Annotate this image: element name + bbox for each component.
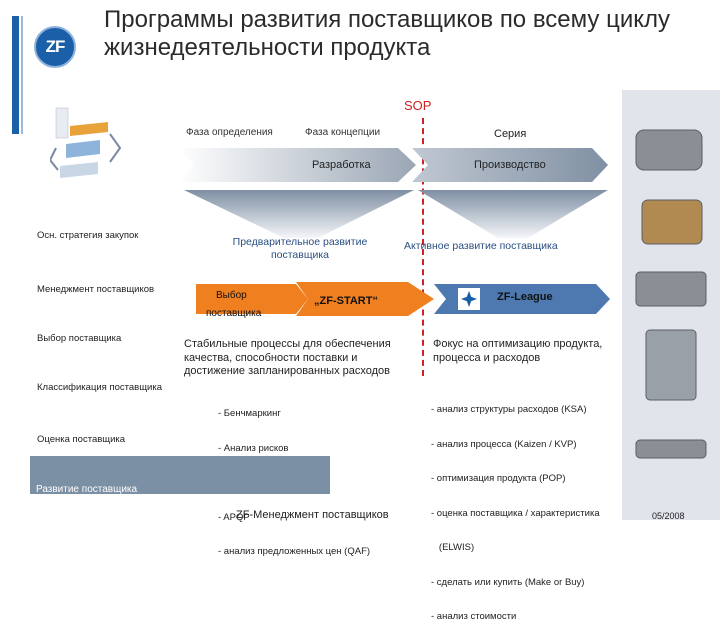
left-label-evaluation: Оценка поставщика bbox=[37, 434, 126, 445]
list-item: - анализ структуры расходов (KSA) bbox=[431, 404, 587, 415]
sop-label: SOP bbox=[404, 98, 432, 113]
list-item: - Анализ рисков bbox=[218, 442, 289, 454]
list-item: - анализ стоимости bbox=[431, 611, 517, 622]
production-label: Производство bbox=[474, 159, 546, 171]
preliminary-development: Предварительное развитие поставщика bbox=[232, 236, 368, 261]
axle-photo bbox=[635, 271, 707, 307]
production-chevron bbox=[412, 148, 608, 182]
product-photo-strip bbox=[622, 90, 720, 520]
active-development: Активное развитие поставщика bbox=[404, 240, 558, 252]
accent-bar bbox=[12, 16, 19, 134]
title-line-1: Программы развития поставщиков по всему … bbox=[104, 6, 671, 33]
list-item: (ELWIS) bbox=[431, 542, 475, 553]
band-label: Развитие поставщика bbox=[36, 484, 138, 495]
selection-arrow bbox=[196, 284, 308, 314]
title-line-2: жизнедеятельности продукта bbox=[104, 34, 431, 61]
zf-logo: ZF bbox=[34, 26, 76, 68]
left-label-selection: Выбор поставщика bbox=[37, 333, 122, 344]
list-item: - оптимизация продукта (POP) bbox=[431, 473, 566, 484]
list-item: - оценка поставщика / характеристика bbox=[431, 507, 600, 519]
suspension-photo bbox=[645, 329, 697, 401]
list-item: - APQP bbox=[218, 511, 250, 523]
sop-line bbox=[422, 118, 424, 376]
accent-bar-thin bbox=[21, 16, 23, 134]
phase-series: Серия bbox=[494, 128, 527, 140]
phase-definition: Фаза определения bbox=[186, 127, 273, 138]
left-label-strategy: Осн. стратегия закупок bbox=[37, 230, 139, 241]
right-items-list: - анализ структуры расходов (KSA) - анал… bbox=[431, 381, 600, 634]
focus-heading: Фокус на оптимизацию продукта, процесса … bbox=[433, 338, 603, 364]
list-item: - анализ предложенных цен (QAF) bbox=[218, 546, 371, 557]
zf-start-arrow bbox=[296, 282, 434, 316]
left-label-management: Менеджмент поставщиков bbox=[37, 284, 155, 295]
footer-date: 05/2008 bbox=[652, 511, 685, 521]
timeline-chevrons bbox=[178, 148, 608, 182]
development-label: Разработка bbox=[312, 159, 371, 171]
funnel-active bbox=[418, 190, 608, 238]
list-item: - Бенчмаркинг bbox=[218, 408, 281, 419]
arrow-row bbox=[196, 282, 610, 316]
selection-label-2: поставщика bbox=[206, 308, 262, 319]
list-item: - сделать или купить (Make or Buy) bbox=[431, 576, 585, 588]
left-label-classification: Классификация поставщика bbox=[37, 382, 162, 393]
gearbox-photo bbox=[641, 199, 703, 245]
transmission-photo bbox=[635, 129, 703, 171]
steering-photo bbox=[635, 439, 707, 459]
zf-league-label: ZF-League bbox=[497, 291, 553, 303]
phase-concept: Фаза концепции bbox=[305, 127, 381, 138]
stable-processes-heading: Стабильные процессы для обеспечения каче… bbox=[184, 338, 391, 377]
development-chevron bbox=[178, 148, 416, 182]
cycle-diagram bbox=[50, 107, 122, 178]
selection-label-1: Выбор bbox=[216, 290, 247, 301]
product-photos bbox=[635, 129, 707, 459]
zf-start-label: „ZF-START“ bbox=[314, 295, 378, 307]
funnel-preliminary bbox=[184, 190, 414, 238]
funnels bbox=[184, 190, 608, 238]
footer-center: ZF-Менеджмент поставщиков bbox=[236, 509, 389, 521]
page-title: Программы развития поставщиков по всему … bbox=[104, 6, 718, 62]
logo-text: ZF bbox=[45, 37, 66, 56]
list-item: - анализ процесса (Kaizen / KVP) bbox=[431, 438, 577, 450]
supplier-development-band: Развитие поставщика bbox=[30, 456, 330, 495]
